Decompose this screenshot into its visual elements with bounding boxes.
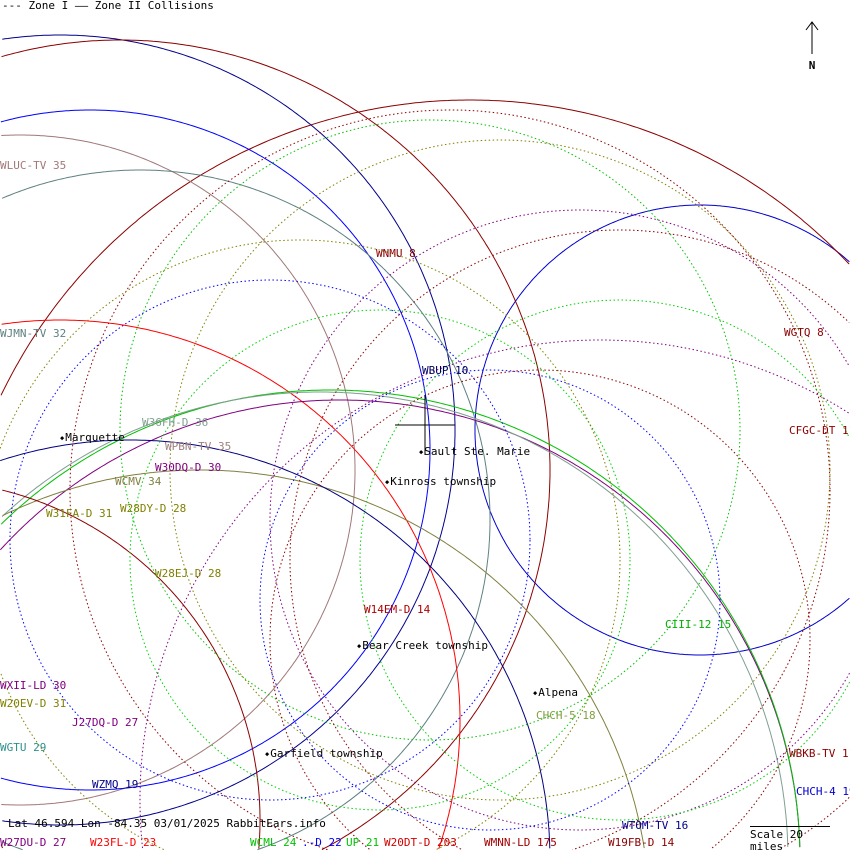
city-marker: Marquette (60, 432, 125, 444)
coverage-contour (1, 319, 461, 850)
coverage-contour (139, 339, 850, 849)
station-label[interactable]: WCML 24 (250, 836, 297, 849)
coverage-contour (9, 279, 531, 801)
station-label[interactable]: WZMQ 19 (92, 778, 139, 791)
station-label[interactable]: CHCH-4 19 (796, 785, 850, 798)
station-label[interactable]: WLUC-TV 35 (0, 159, 67, 172)
station-label[interactable]: CIII-12 15 (665, 618, 732, 631)
station-label[interactable]: WJMN-TV 32 (0, 327, 67, 340)
station-label[interactable]: WMNN-LD 175 (484, 836, 557, 849)
station-label[interactable]: WCMV 34 (115, 475, 162, 488)
station-label[interactable]: CHCH-5 18 (536, 709, 596, 722)
station-label[interactable]: W36FH-D 36 (142, 416, 209, 429)
coverage-contour (0, 109, 431, 791)
coverage-contour (0, 99, 850, 849)
coverage-contour (129, 309, 631, 811)
coverage-contour (2, 469, 645, 849)
coordinates-footer: Lat 46.594 Lon -84.35 03/01/2025 RabbitE… (8, 817, 326, 830)
city-marker: Bear Creek township (357, 640, 488, 652)
station-label[interactable]: CFGC-DT 11 (789, 424, 850, 437)
station-label[interactable]: W28EJ-D 28 (155, 567, 222, 580)
station-label[interactable]: W31FA-D 31 (46, 507, 113, 520)
station-label[interactable]: W30DQ-D 30 (155, 461, 222, 474)
station-label[interactable]: WGTQ 8 (784, 326, 824, 339)
station-label[interactable]: .-D 22 (302, 836, 342, 849)
station-label[interactable]: W20EV-D 31 (0, 697, 67, 710)
coverage-contour (1, 39, 551, 850)
station-label[interactable]: W20DT-D 203 (384, 836, 457, 849)
coverage-contour (1, 134, 356, 806)
station-label[interactable]: J27DQ-D 27 (72, 716, 139, 729)
coverage-contour (1, 391, 789, 847)
coverage-contour (169, 139, 831, 801)
coverage-contour (119, 119, 741, 741)
city-marker: Sault Ste. Marie (419, 446, 530, 458)
coverage-contour (0, 439, 551, 849)
coverage-contour (0, 399, 801, 848)
station-label[interactable]: W23FL-D 23 (90, 836, 157, 849)
station-label[interactable]: W27DU-D 27 (0, 836, 67, 849)
coverage-contour (269, 209, 850, 831)
station-label[interactable]: UP 21 (346, 836, 380, 849)
station-label[interactable]: WXII-LD 30 (0, 679, 67, 692)
coverage-contour (69, 109, 831, 850)
coverage-contour (269, 369, 811, 850)
city-marker: Garfield township (265, 748, 383, 760)
station-label[interactable]: WBKB-TV 11 (789, 747, 850, 760)
coverage-contour (259, 369, 721, 831)
station-label[interactable]: WGTU 29 (0, 741, 47, 754)
coverage-contour (2, 489, 261, 849)
city-marker: Alpena (533, 687, 578, 699)
station-label[interactable]: W19FB-D 14 (608, 836, 675, 849)
coverage-contour (0, 389, 801, 847)
station-label[interactable]: WTOM-TV 16 (622, 819, 689, 832)
coverage-contour (0, 239, 621, 850)
coverage-contour (474, 204, 850, 656)
station-label[interactable]: WNMU 8 (376, 247, 416, 260)
station-label[interactable]: WPBN-TV 35 (165, 440, 232, 453)
city-marker: Kinross township (385, 476, 496, 488)
station-label[interactable]: W14EM-D 14 (364, 603, 431, 616)
north-label: N (808, 59, 816, 72)
station-label[interactable]: W28DY-D 28 (120, 502, 187, 515)
coverage-contour (289, 229, 850, 850)
station-label[interactable]: WBUP 10 (422, 364, 469, 377)
legend: --- Zone I —— Zone II Collisions (2, 0, 214, 12)
north-arrow-icon: N (804, 20, 820, 72)
scale-bar: Scale 20 miles (750, 826, 830, 850)
coverage-contour (1, 169, 491, 850)
